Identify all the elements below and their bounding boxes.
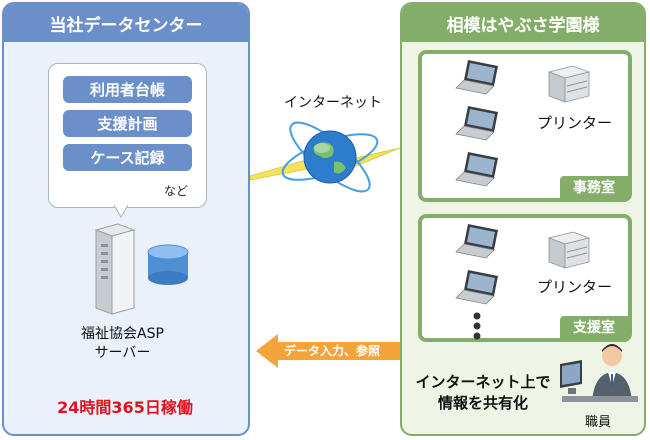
staff-person-icon xyxy=(560,344,638,402)
laptop-icon xyxy=(455,106,498,141)
server-icon xyxy=(94,223,189,315)
server-label-line1: 福祉協会ASP xyxy=(81,326,164,342)
printer-label-1: プリンター xyxy=(537,114,613,132)
internet-globe-icon xyxy=(250,121,400,193)
bubble-note: など xyxy=(163,184,188,198)
data-list-bubble: 利用者台帳 支援計画 ケース記録 など xyxy=(48,63,207,208)
internet-label: インターネット xyxy=(284,95,382,111)
server-label-line2: サーバー xyxy=(94,345,151,361)
office-tag-1: 事務室 xyxy=(560,176,628,198)
laptop-icon xyxy=(455,60,498,95)
laptop-icon xyxy=(455,152,498,187)
share-text-line2: 情報を共有化 xyxy=(437,394,528,412)
data-flow-arrow xyxy=(256,334,400,368)
share-text: インターネット上で 情報を共有化 xyxy=(408,372,558,414)
printer-icon xyxy=(547,65,591,103)
facility-title: 相模はやぶさ学園様 xyxy=(402,4,644,42)
office-room-1: 事務室 xyxy=(418,50,632,202)
laptop-icon xyxy=(455,224,498,259)
bubble-item-case-record: ケース記録 xyxy=(63,144,192,171)
office-tag-2: 支援室 xyxy=(560,316,628,338)
staff-label: 職員 xyxy=(584,415,611,430)
printer-label-2: プリンター xyxy=(537,278,613,296)
server-label: 福祉協会ASP サーバー xyxy=(40,325,205,363)
ellipsis-dots-icon xyxy=(473,312,481,340)
bubble-item-user-ledger: 利用者台帳 xyxy=(63,76,192,103)
bubble-item-support-plan: 支援計画 xyxy=(63,110,192,137)
uptime-text: 24時間365日稼働 xyxy=(57,398,193,417)
laptop-icon xyxy=(455,270,498,305)
data-flow-label: データ入力、参照 xyxy=(284,344,381,358)
printer-icon xyxy=(547,231,591,269)
bubble-tail xyxy=(114,205,128,218)
share-text-line1: インターネット上で xyxy=(415,373,551,391)
datacenter-title: 当社データセンター xyxy=(4,4,248,42)
office-room-2: 支援室 xyxy=(418,214,632,342)
